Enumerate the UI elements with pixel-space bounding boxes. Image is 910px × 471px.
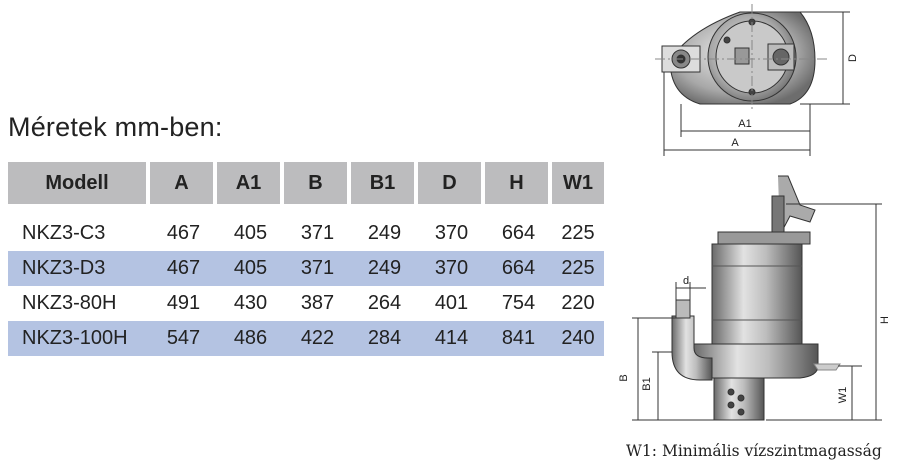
cell-model: NKZ3-C3 — [22, 222, 106, 244]
header-d: D — [418, 162, 485, 204]
table-row: NKZ3-D3 467 405 371 249 370 664 225 — [8, 251, 604, 286]
header-h: H — [485, 162, 552, 204]
cell-b1: 249 — [351, 251, 418, 286]
label-w1: W1 — [837, 387, 849, 404]
w1-caption: W1: Minimális vízszintmagasság — [626, 442, 882, 460]
cell-a1: 430 — [233, 292, 268, 314]
header-modell: Modell — [8, 162, 150, 204]
table-row: NKZ3-C3 467 405 371 249 370 664 225 — [8, 216, 604, 251]
top-view-dimensions — [663, 11, 850, 156]
cell-d: 401 — [434, 292, 469, 314]
dimensions-table: Modell A A1 B B1 D H W1 NKZ3-C3 467 405 … — [8, 162, 604, 356]
cell-a: 547 — [150, 321, 217, 356]
cell-w1: 225 — [552, 251, 604, 286]
label-a: A — [731, 137, 739, 149]
label-small-d: d — [683, 275, 689, 287]
cell-h: 841 — [485, 321, 552, 356]
cell-a: 467 — [166, 222, 201, 244]
table-row: NKZ3-100H 547 486 422 284 414 841 240 — [8, 321, 604, 356]
label-d: D — [847, 54, 859, 62]
cell-a: 467 — [150, 251, 217, 286]
cell-a1: 405 — [233, 222, 268, 244]
cell-b1: 264 — [367, 292, 402, 314]
label-b1: B1 — [641, 377, 653, 390]
label-b: B — [618, 374, 630, 381]
cell-b1: 249 — [367, 222, 402, 244]
header-w1: W1 — [552, 162, 604, 204]
cell-a1: 405 — [217, 251, 284, 286]
header-b1: B1 — [351, 162, 418, 204]
cell-model: NKZ3-80H — [22, 292, 117, 314]
side-view-dimensions — [632, 203, 882, 421]
cell-w1: 225 — [561, 222, 595, 244]
table-row: NKZ3-80H 491 430 387 264 401 754 220 — [8, 286, 604, 321]
header-a: A — [150, 162, 217, 204]
cell-d: 370 — [434, 222, 469, 244]
label-a1: A1 — [738, 118, 751, 130]
cell-model: NKZ3-100H — [8, 321, 150, 356]
pump-top-view — [655, 4, 828, 112]
header-a1: A1 — [217, 162, 284, 204]
cell-h: 664 — [485, 251, 552, 286]
page-title: Méretek mm-ben: — [8, 112, 223, 142]
cell-d: 370 — [418, 251, 485, 286]
table-header-row: Modell A A1 B B1 D H W1 — [8, 162, 604, 204]
cell-d: 414 — [418, 321, 485, 356]
cell-b: 387 — [300, 292, 335, 314]
pump-side-view — [671, 175, 841, 421]
cell-b: 371 — [284, 251, 351, 286]
cell-w1: 220 — [561, 292, 595, 314]
cell-b: 422 — [284, 321, 351, 356]
cell-a1: 486 — [217, 321, 284, 356]
header-b: B — [284, 162, 351, 204]
cell-a: 491 — [166, 292, 201, 314]
cell-b: 371 — [300, 222, 335, 244]
cell-w1: 240 — [552, 321, 604, 356]
cell-h: 664 — [501, 222, 536, 244]
label-h: H — [879, 316, 891, 324]
cell-model: NKZ3-D3 — [8, 251, 150, 286]
cell-b1: 284 — [351, 321, 418, 356]
cell-h: 754 — [501, 292, 536, 314]
